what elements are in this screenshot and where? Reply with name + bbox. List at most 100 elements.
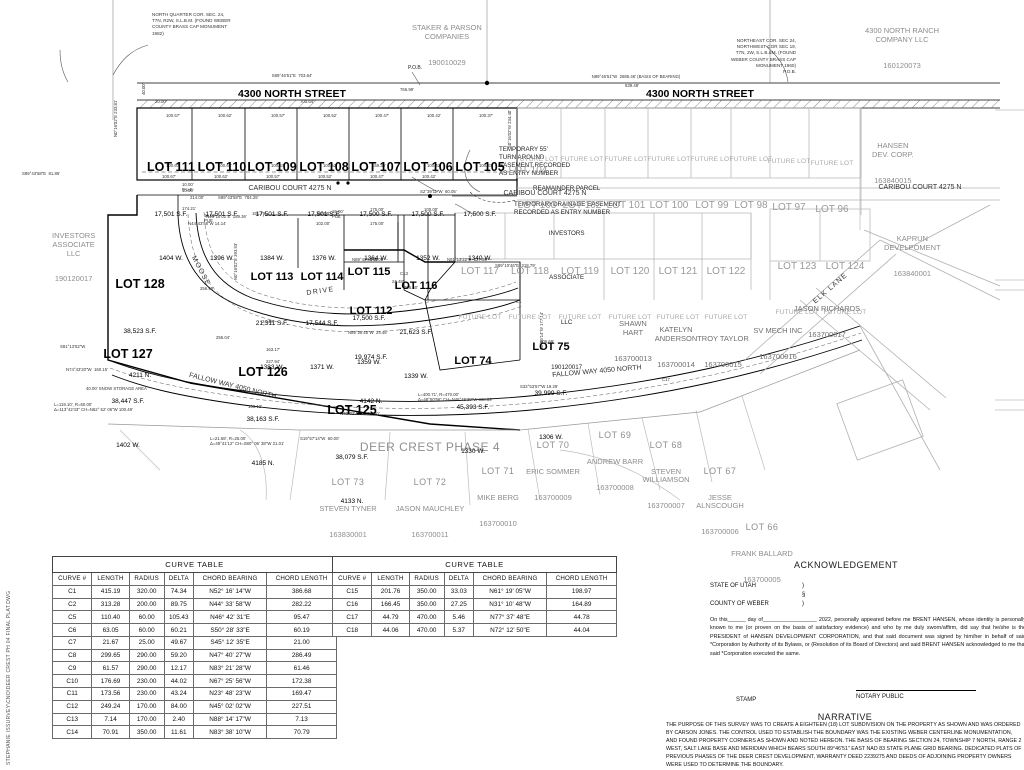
lot-address: 1404 W. [159,255,183,263]
dimension-label: 256.96' [200,286,214,291]
lot-105: LOT 105 17,500 S.F. 1340 W. [455,123,504,281]
county-label: COUNTY OF WEBER [710,601,769,607]
acknowledgement-title: ACKNOWLEDGEMENT [793,560,898,570]
lot-area: 39,999 S.F. [534,390,568,398]
lot-address: 1384 W. [260,255,284,263]
bearing-label: S81°13'52"W [60,344,86,349]
curve-table-2-title: CURVE TABLE [332,556,617,573]
lot-label: LOT 124 [825,260,865,272]
lot-label: LOT 108 [299,159,349,174]
neighbor-lot-69: LOT 69 ANDREW BARR 163700008 [587,413,643,501]
future-lot-122: LOT 122 FUTURE LOT [705,229,748,340]
future-lot-text: FUTURE LOT [508,314,552,322]
state-label: STATE OF UTAH [710,583,756,589]
owner-name: SV MECH INC [753,326,803,336]
lot-113: LOT 113 21,311 S.F. 1383 W. [251,234,294,390]
neighbor-lot-71: LOT 71 MIKE BERG 163700010 [477,449,519,537]
remainder-line-2: INVESTORS [548,229,585,237]
lot-address: 1330 W. [461,448,485,456]
owner-shawn-hart: SHAWN HART 163700013 [614,303,652,372]
dimension-label: 40.00' [141,83,146,95]
lot-area: 17,501 S.F. [255,210,289,218]
lot-address: 1402 W. [116,442,140,450]
lot-label: LOT 98 [734,200,768,212]
bearing-label: S89°46'51"E 703.64' [271,73,313,78]
lot-label: LOT 99 [695,200,729,212]
neighbor-lot-70: LOT 70 ERIC SOMMER 163700009 [526,423,580,511]
lot-address: 1306 W. [539,434,563,442]
dimension-label: 100.62' [214,174,228,179]
lot-126: LOT 126 38,163 S.F. 4185 N. [238,328,287,486]
lot-label: LOT 128 [115,276,165,291]
future-lot-124: LOT 124 FUTURE LOT [824,224,867,335]
bearing-label: S2°39'11"W 60.05' [420,189,457,194]
future-lot-text: FUTURE LOT [810,159,854,167]
neighbor-lot-68: LOT 68 STEVEN WILLIAMSON 163700007 [642,423,689,520]
lot-label: LOT 74 [454,354,492,367]
owner-parcel: 163700013 [614,353,652,363]
future-lot-text: FUTURE LOT [823,309,867,317]
dimension-label: 20.00' [155,99,167,104]
adjoiner-name: INVESTORS ASSOCIATE LLC [52,231,96,258]
lot-label: LOT 121 [658,265,698,277]
lot-label: LOT 117 [461,265,499,277]
street-label-4300-north-west: 4300 NORTH STREET [238,88,346,100]
adjoiner-name: HANSEN DEV. CORP. [872,141,914,159]
lot-label: LOT 103 [517,200,557,212]
column-header-chord-bearing: CHORD BEARING [472,572,548,586]
owner-parcel: 163700010 [479,518,517,528]
owner-parcel: 163700006 [701,527,739,537]
lot-label: LOT 126 [238,364,288,379]
dimension-label: 100.52' [323,163,337,168]
lot-label: LOT 100 [649,200,689,212]
lot-label: LOT 125 [327,402,377,417]
dimension-label: 100.62' [218,113,232,118]
lot-address: 1396 W. [210,255,234,263]
bearing-label: N81°13'22"E 127.59' [447,257,488,262]
future-lot-120: LOT 120 FUTURE LOT [609,229,652,340]
future-lot-100: FUTURE LOT LOT 100 [648,119,691,230]
lot-area: 38,079 S.F. [335,453,369,461]
lot-label: LOT 119 [561,265,599,277]
dimension-label: 100.37' [479,113,493,118]
adjoiner-hansen-dev: HANSEN DEV. CORP. 163840015 [872,125,914,194]
dimension-label: 100.47' [370,174,384,179]
future-lot-text: FUTURE LOT [560,155,604,163]
lot-label: LOT 72 [413,477,447,488]
lot-label: LOT 107 [351,159,401,174]
lot-110: LOT 110 17,501 S.F. 1396 W. [198,123,247,281]
lot-address: 1359 W. [357,359,381,367]
lot-area: 17,501 S.F. [307,210,341,218]
column-header-delta: DELTA [163,572,194,586]
lot-label: LOT 67 [703,466,737,477]
dimension-label: 206.69' [540,339,554,344]
dimension-label: 24.48' [262,319,274,324]
lot-label: LOT 106 [403,159,453,174]
future-lot-123: LOT 123 FUTURE LOT [776,224,819,335]
bearing-label: S89°10'46"E 218.79' [495,263,536,268]
bearing-label: N89°46'51"W 2685.46' (BASIS OF BEARING) [591,74,681,79]
lot-area: 19,974 S.F. [354,354,388,362]
column-header-radius: RADIUS [408,572,445,586]
future-lot-text: FUTURE LOT [647,155,691,163]
owner-parcel: 163830001 [329,529,367,539]
owner-name: JASON MAUCHLEY [395,503,465,513]
dimension-label: 151.79' [252,211,266,216]
lot-75: LOT 75 39,999 S.F. 1306 W. [532,304,569,460]
lot-label: LOT 71 [481,466,515,477]
lot-address: 4211 N. [128,372,152,380]
remainder-parcel-number: 190120017 [551,364,583,372]
dimension-label: 100.67' [166,113,180,118]
lot-area: 17,501 S.F. [154,210,188,218]
future-lot-text: FUTURE LOT [775,309,819,317]
lot-area: 17,500 S.F. [411,210,445,218]
future-lot-98: FUTURE LOT LOT 98 [730,119,773,230]
lot-label: LOT 127 [103,346,153,361]
